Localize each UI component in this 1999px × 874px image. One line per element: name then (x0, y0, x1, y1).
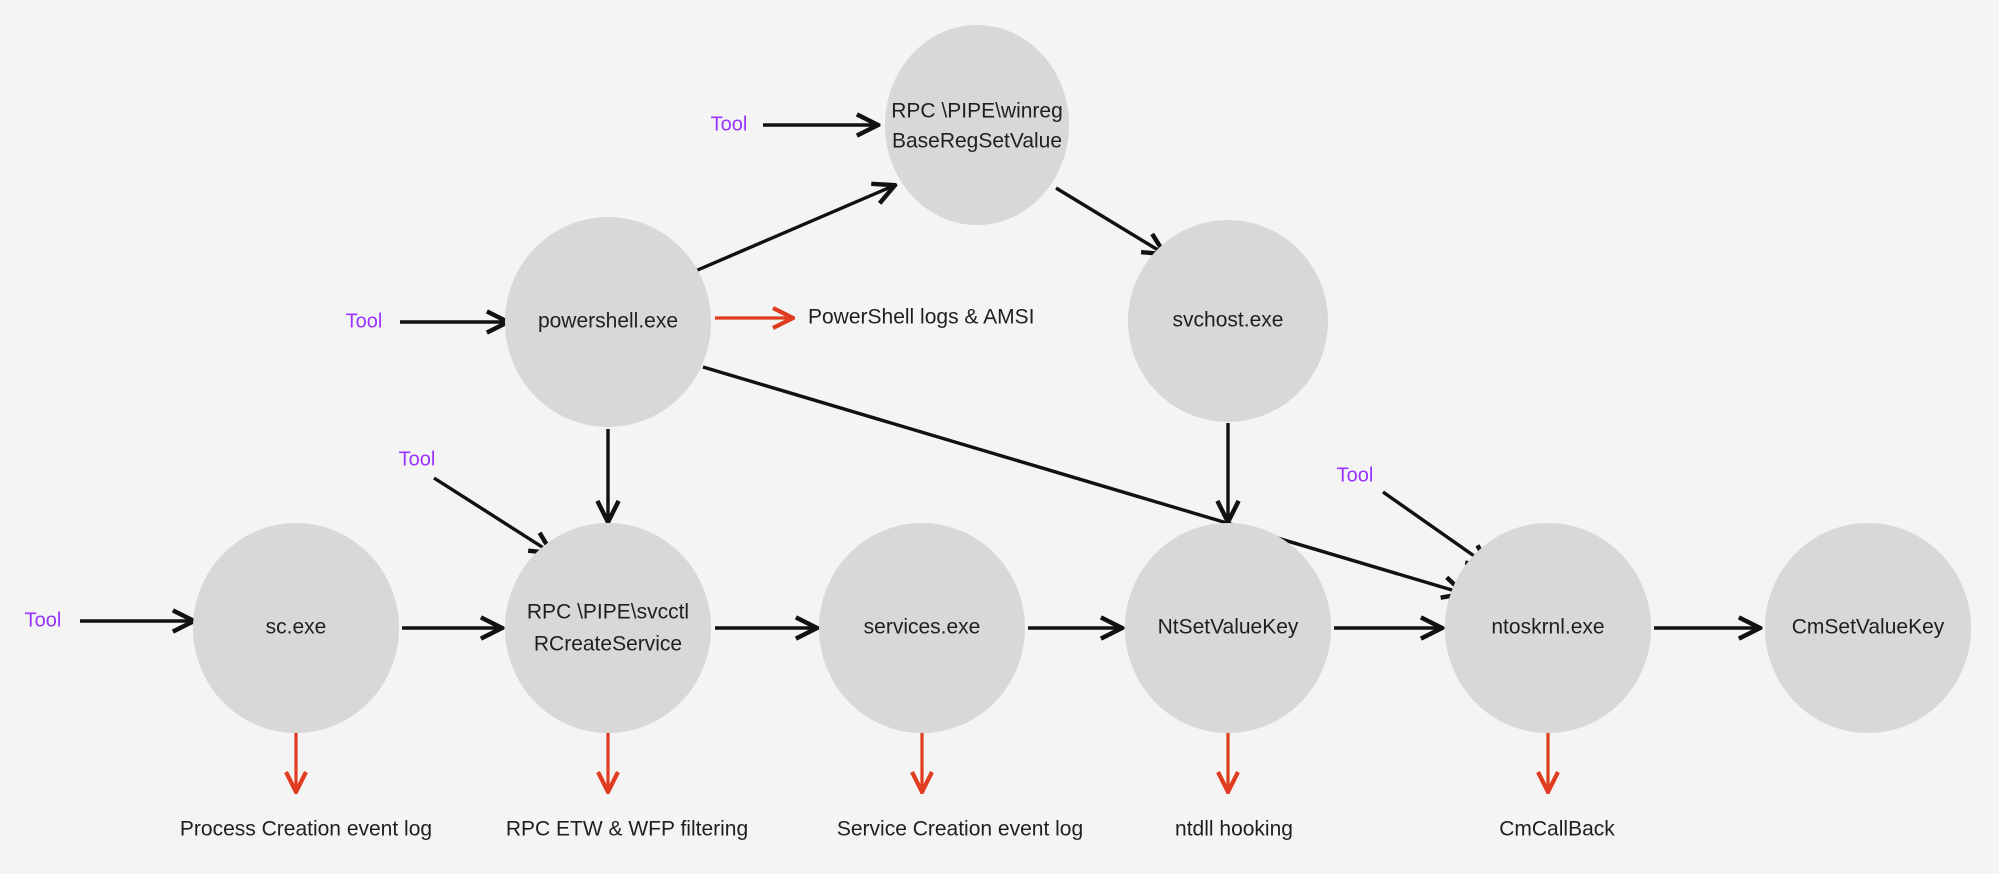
node-services[interactable]: services.exe (819, 523, 1025, 733)
defense-label-ntdll-hooking: ntdll hooking (1175, 818, 1293, 841)
defense-label-rpc-etw-wfp-filtering: RPC ETW & WFP filtering (506, 818, 748, 841)
node-ntoskrnl-shape[interactable] (1445, 523, 1651, 733)
tool-label-winreg: Tool (711, 113, 748, 135)
node-powershell-label: powershell.exe (538, 310, 678, 333)
node-cmsetvaluekey[interactable]: CmSetValueKey (1765, 523, 1971, 733)
node-svcctl-shape[interactable] (505, 523, 711, 733)
node-services-label: services.exe (864, 616, 981, 639)
node-ntoskrnl[interactable]: ntoskrnl.exe (1445, 523, 1651, 733)
node-svcctl-label-line2: RCreateService (534, 633, 682, 656)
defense-label-cmcallback: CmCallBack (1499, 818, 1615, 841)
node-sc[interactable]: sc.exe (193, 523, 399, 733)
defense-labels-layer: PowerShell logs & AMSI Process Creation … (180, 306, 1615, 841)
node-svcctl-label-line1: RPC \PIPE\svcctl (527, 601, 689, 624)
edge-tool-to-svcctl (433, 476, 550, 552)
node-cmsetvaluekey-shape[interactable] (1765, 523, 1971, 733)
tool-label-sc: Tool (25, 609, 62, 631)
node-powershell[interactable]: powershell.exe (505, 217, 711, 427)
node-sc-label: sc.exe (266, 616, 327, 639)
node-winreg-label-line1: RPC \PIPE\winreg (891, 100, 1063, 123)
node-powershell-shape[interactable] (505, 217, 711, 427)
node-svcctl[interactable]: RPC \PIPE\svcctl RCreateService (505, 523, 711, 733)
defense-label-service-creation-event-log: Service Creation event log (837, 818, 1083, 841)
nodes-layer: RPC \PIPE\winreg BaseRegSetValue powersh… (193, 25, 1971, 733)
edge-tool-to-ntoskrnl (1382, 490, 1487, 565)
edges-layer (80, 125, 1758, 790)
node-ntoskrnl-label: ntoskrnl.exe (1491, 616, 1604, 639)
node-sc-shape[interactable] (193, 523, 399, 733)
edge-powershell-to-ntoskrnl (702, 365, 1462, 593)
node-winreg-label-line2: BaseRegSetValue (892, 130, 1062, 153)
tool-labels-layer: Tool Tool Tool Tool Tool (25, 113, 1374, 631)
node-ntsetvaluekey[interactable]: NtSetValueKey (1125, 523, 1331, 733)
node-winreg[interactable]: RPC \PIPE\winreg BaseRegSetValue (885, 25, 1069, 225)
node-svchost-shape[interactable] (1128, 220, 1328, 422)
tool-label-svcctl: Tool (399, 448, 436, 470)
node-svchost-label: svchost.exe (1173, 309, 1284, 332)
defense-label-process-creation-event-log: Process Creation event log (180, 818, 432, 841)
node-svchost[interactable]: svchost.exe (1128, 220, 1328, 422)
node-ntsetvaluekey-label: NtSetValueKey (1158, 616, 1299, 639)
tool-label-ntoskrnl: Tool (1337, 464, 1374, 486)
node-winreg-shape[interactable] (885, 25, 1069, 225)
tool-label-powershell: Tool (346, 310, 383, 332)
node-cmsetvaluekey-label: CmSetValueKey (1792, 616, 1945, 639)
edge-powershell-to-winreg (692, 186, 893, 274)
node-ntsetvaluekey-shape[interactable] (1125, 523, 1331, 733)
node-services-shape[interactable] (819, 523, 1025, 733)
edge-winreg-to-svchost (1055, 186, 1163, 253)
defense-label-powershell-logs-amsi: PowerShell logs & AMSI (808, 306, 1034, 329)
